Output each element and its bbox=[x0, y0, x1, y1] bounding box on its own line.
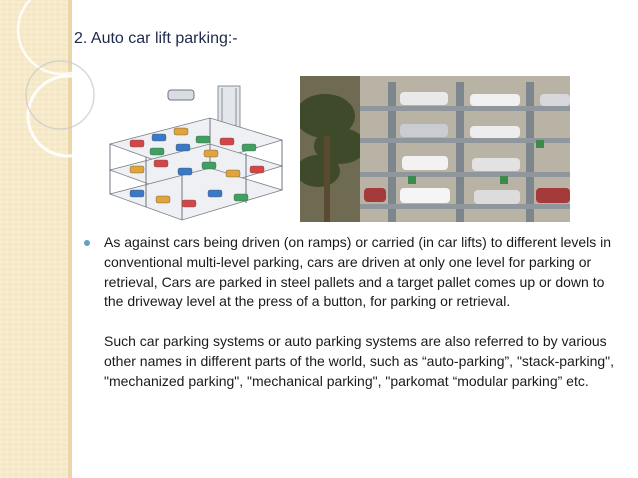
slide-title: 2. Auto car lift parking:- bbox=[74, 30, 238, 47]
parking-photo bbox=[300, 76, 570, 222]
paragraph-2: Such car parking systems or auto parking… bbox=[104, 333, 615, 389]
decorative-side-band bbox=[0, 0, 68, 478]
content-bullet: As against cars being driven (on ramps) … bbox=[84, 233, 624, 392]
paragraph-1: As against cars being driven (on ramps) … bbox=[104, 234, 612, 310]
bullet-marker bbox=[84, 240, 90, 246]
parking-illustration bbox=[100, 78, 290, 222]
side-band-edge bbox=[68, 0, 72, 478]
